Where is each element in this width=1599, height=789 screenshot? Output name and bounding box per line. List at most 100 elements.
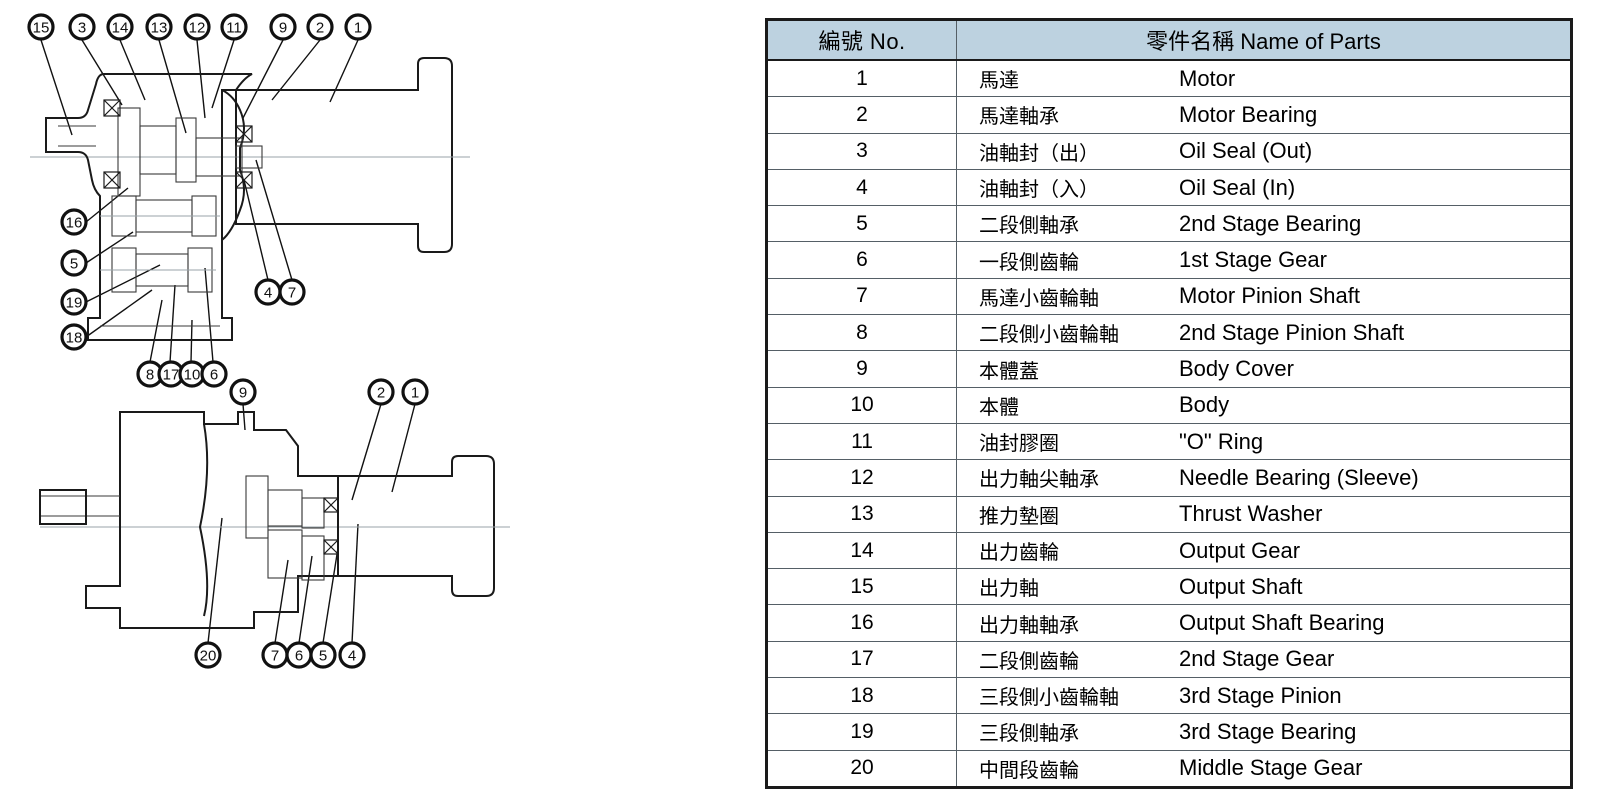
part-number-cell: 3: [766, 132, 957, 170]
part-name-zh: 出力軸: [979, 578, 1039, 601]
part-name-zh: 本體: [979, 396, 1019, 419]
part-name-cell: 油軸封（出） Oil Seal (Out): [956, 132, 1572, 170]
part-number-cell: 1: [766, 59, 957, 98]
top-view-drawing: 15 3 14 13 12 11: [27, 13, 470, 388]
parts-table-header-row: 編號 No. 零件名稱 Name of Parts: [766, 19, 1572, 61]
internal-gear-train: [100, 99, 263, 293]
part-name-zh: 馬達: [979, 70, 1019, 93]
callout-label: 19: [66, 295, 83, 312]
part-name-en: Body: [1179, 392, 1230, 418]
part-name-en: 3rd Stage Pinion: [1179, 682, 1342, 708]
callout-4-bottom-view: 4: [338, 641, 366, 669]
callout-label: 16: [66, 215, 83, 232]
part-name-zh: 油封膠圈: [979, 433, 1059, 456]
callout-label: 1: [354, 20, 362, 37]
exploded-assembly-drawing: 15 3 14 13 12 11: [27, 13, 510, 669]
column-header-name: 零件名稱 Name of Parts: [956, 19, 1572, 61]
part-name-inner: 油封膠圈"O" Ring: [957, 424, 1570, 459]
part-name-en: Motor: [1179, 65, 1236, 91]
part-number-cell: 5: [766, 205, 957, 243]
part-name-en: Oil Seal (In): [1179, 174, 1296, 200]
part-number-cell: 11: [766, 422, 957, 461]
callout-label: 6: [210, 367, 218, 384]
part-name-zh: 油軸封（出）: [979, 142, 1099, 165]
mounting-base: [87, 318, 233, 341]
part-name-zh: 推力墊圈: [979, 505, 1059, 528]
callout-6-bottom-view: 6: [285, 641, 313, 669]
part-name-zh: 二段側齒輪: [979, 650, 1079, 673]
callout-label: 1: [411, 385, 419, 402]
callout-10: 10: [178, 360, 206, 388]
part-number-cell: 17: [766, 640, 957, 679]
callout-9-bottom-view: 9: [229, 378, 257, 406]
part-name-en: 2nd Stage Gear: [1179, 646, 1335, 672]
callout-18: 18: [60, 323, 88, 351]
callout-label: 9: [279, 20, 287, 37]
part-name-zh: 出力軸軸承: [979, 614, 1079, 637]
motor-body-outline-bottom: [40, 455, 510, 597]
callout-9: 9: [269, 13, 297, 41]
callout-label: 5: [70, 256, 78, 273]
callout-label: 2: [316, 20, 324, 37]
callout-16: 16: [60, 208, 88, 236]
part-name-zh: 三段側軸承: [979, 723, 1079, 746]
part-number-cell: 12: [766, 459, 957, 497]
callout-19: 19: [60, 288, 88, 316]
part-name-en: 1st Stage Gear: [1179, 247, 1327, 273]
part-number-cell: 6: [766, 241, 957, 279]
callout-15: 15: [27, 13, 55, 41]
callout-label: 11: [226, 20, 242, 37]
gearbox-housing-outline-bottom: [39, 411, 339, 629]
part-number-cell: 18: [766, 677, 957, 715]
callout-2: 2: [306, 13, 334, 41]
part-name-zh: 本體蓋: [979, 360, 1039, 383]
callout-label: 5: [319, 648, 327, 665]
part-number-cell: 13: [766, 495, 957, 533]
callout-6: 6: [200, 360, 228, 388]
callout-14: 14: [106, 13, 134, 41]
part-name-inner: 馬達 Motor: [957, 61, 1570, 96]
callout-20: 20: [194, 641, 222, 669]
part-number-cell: 10: [766, 386, 957, 424]
part-name-zh: 中間段齒輪: [979, 759, 1079, 782]
part-name-en: Oil Seal (Out): [1179, 138, 1313, 164]
part-name-zh: 油軸封（入）: [979, 179, 1099, 202]
part-name-zh: 馬達軸承: [979, 106, 1059, 129]
callout-4-top-view: 4: [254, 278, 282, 306]
callout-label: 17: [163, 367, 180, 384]
callout-label: 14: [112, 20, 129, 37]
part-name-cell: 二段側齒輪 2nd Stage Gear: [956, 640, 1572, 679]
callout-label: 7: [288, 285, 296, 302]
part-name-zh: 二段側軸承: [979, 215, 1079, 238]
table-row: 3 油軸封（出） Oil Seal (Out): [766, 132, 1572, 170]
